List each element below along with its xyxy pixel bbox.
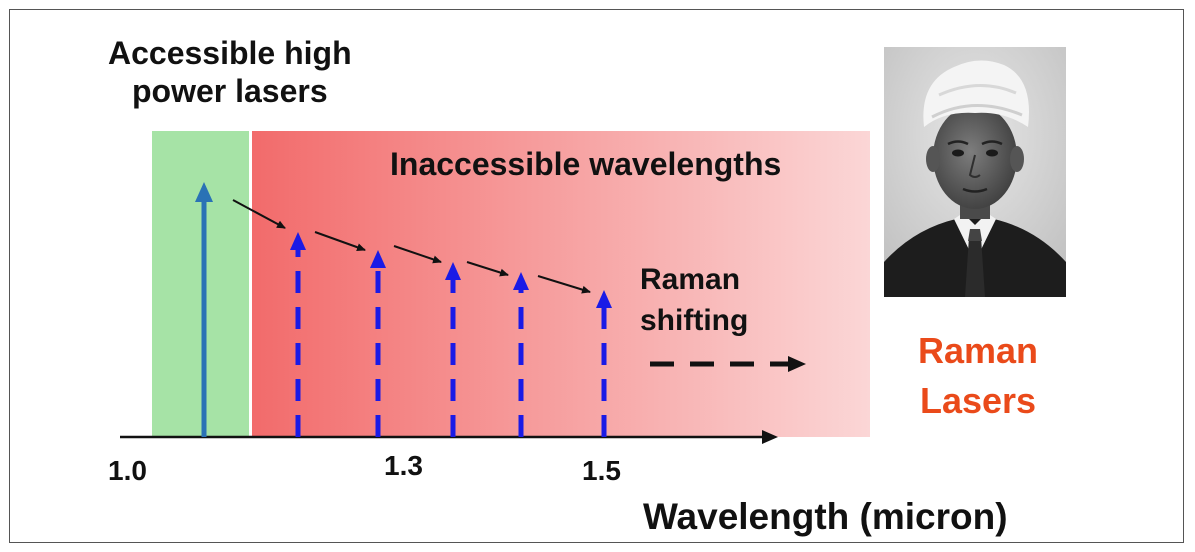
shift-dashed-arrow [650, 356, 806, 372]
cascade-arrow-5 [537, 275, 591, 294]
pump-arrow [195, 182, 213, 437]
cascade-arrow-4 [466, 261, 509, 277]
stokes-arrow-3 [445, 262, 461, 437]
x-axis [120, 430, 778, 444]
x-axis-title: Wavelength (micron) [643, 496, 1008, 537]
accessible-lasers-label: Accessible high power lasers [108, 35, 352, 110]
cascade-arrow-3 [393, 245, 442, 264]
portrait-photo [884, 47, 1066, 297]
portrait-photo-icon [884, 47, 1066, 297]
stokes-arrow-1 [290, 232, 306, 437]
accessible-region [152, 131, 249, 437]
stokes-arrow-2 [370, 250, 386, 437]
x-tick-label: 1.5 [582, 455, 621, 486]
stokes-arrow-4 [513, 272, 529, 437]
x-tick-label: 1.3 [384, 450, 423, 481]
x-tick-label: 1.0 [108, 455, 147, 486]
cascade-arrow-2 [314, 231, 366, 252]
stokes-arrow-5 [596, 290, 612, 437]
cascade-arrow-1 [232, 199, 286, 229]
inaccessible-wavelengths-label: Inaccessible wavelengths [390, 146, 782, 182]
raman-shifting-label: Raman shifting [640, 263, 749, 337]
raman-lasers-title: Raman Lasers [918, 330, 1039, 422]
